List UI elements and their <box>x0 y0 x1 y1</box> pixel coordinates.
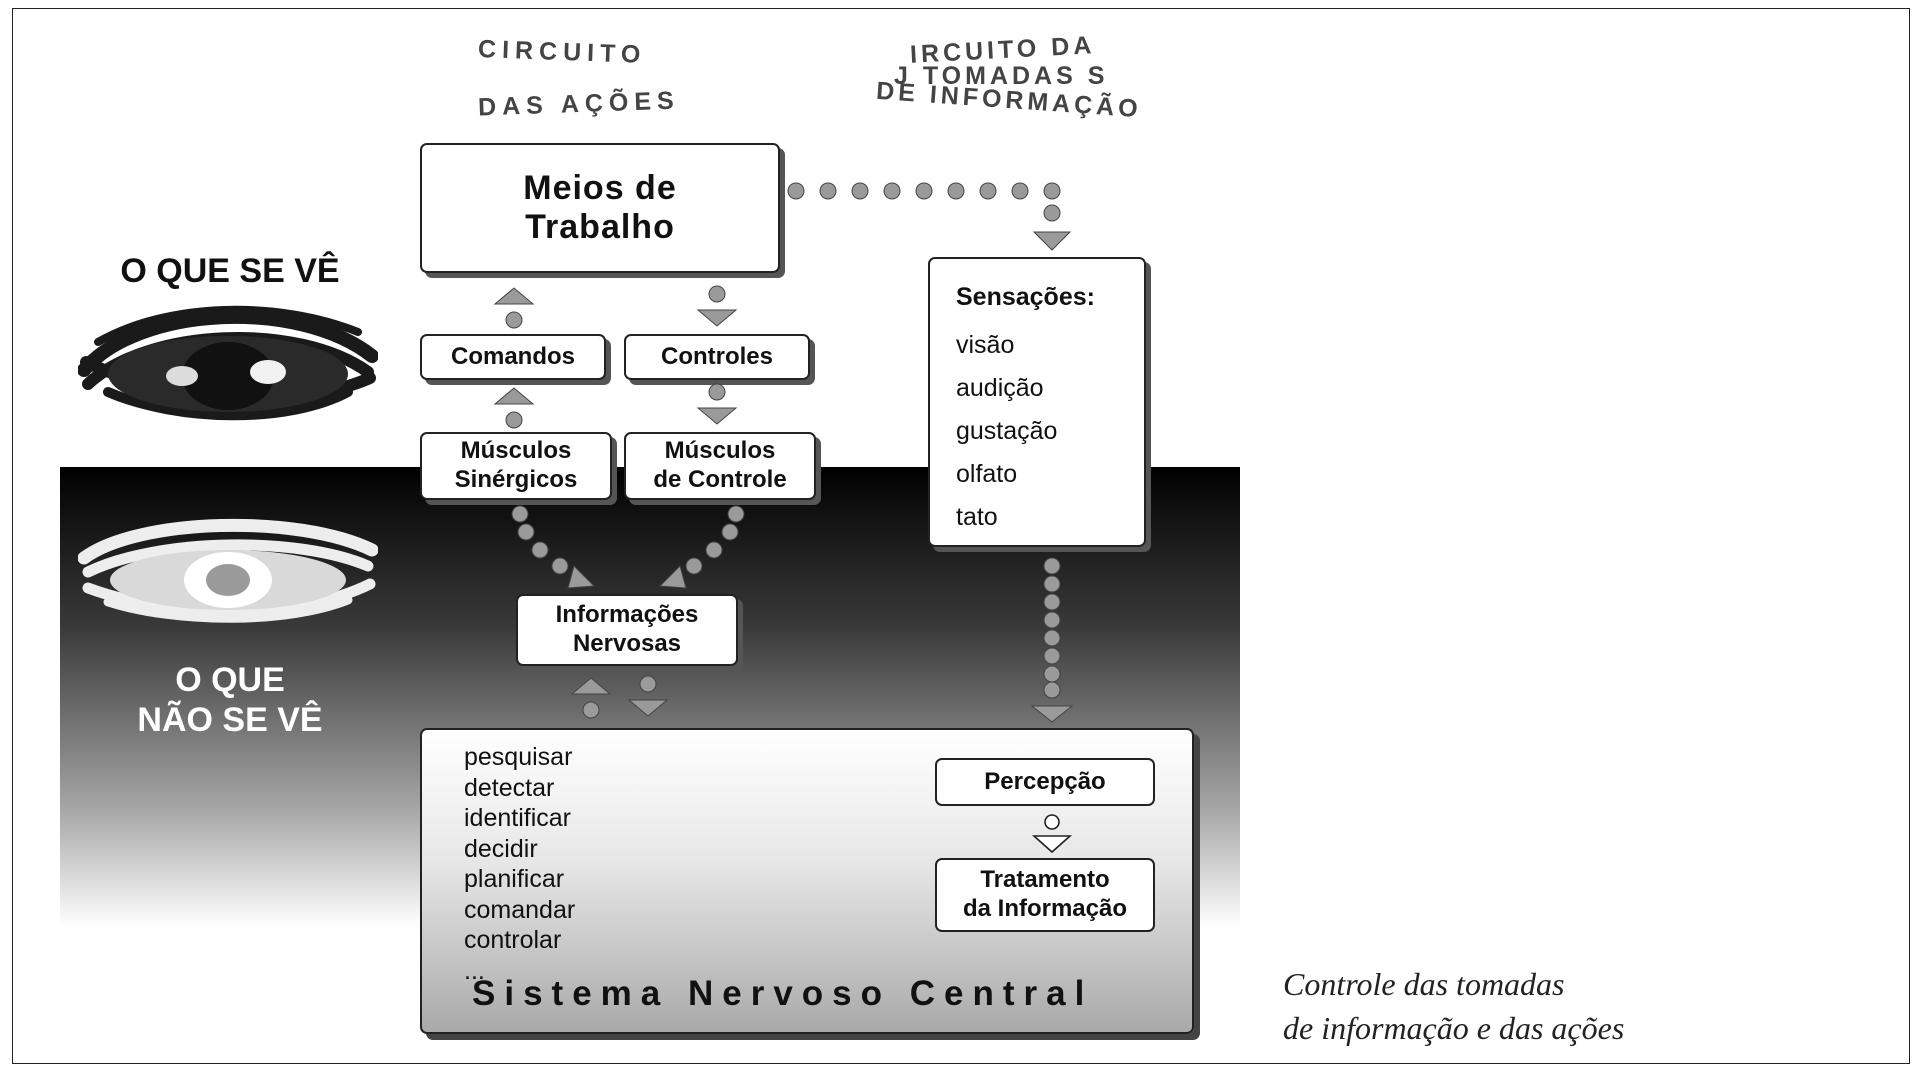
synergic-muscles-line2: Sinérgicos <box>454 466 578 493</box>
control-muscles-line1: Músculos <box>664 437 776 465</box>
sensation-item: visão <box>956 331 1015 359</box>
circuit-actions-label-line1: CIRCUITO <box>477 35 647 69</box>
work-means-line1: Meios de <box>523 168 677 207</box>
cns-function-item: comandar <box>464 895 576 924</box>
information-processing-line2: da Informação <box>962 895 1128 922</box>
sensation-item: gustação <box>956 417 1058 445</box>
sensation-item: olfato <box>956 460 1018 488</box>
nervous-information-line1: Informações <box>555 601 699 629</box>
synergic-muscles-box: Músculos Sinérgicos <box>420 432 612 500</box>
invisible-zone-heading: O QUE NÃO SE VÊ <box>80 660 380 740</box>
caption-line2: de informação e das ações <box>1283 1010 1625 1046</box>
cns-function-item: controlar <box>464 926 562 954</box>
information-processing-line1: Tratamento <box>980 866 1110 894</box>
control-muscles-box: Músculos de Controle <box>624 432 816 500</box>
cns-function-item: planificar <box>464 865 565 893</box>
caption-line1: Controle das tomadas <box>1283 966 1565 1002</box>
information-processing-box: Tratamento da Informação <box>935 858 1155 932</box>
figure-caption: Controle das tomadas de informação e das… <box>1283 962 1624 1050</box>
cns-function-item: ... <box>464 956 485 985</box>
circuit-information-label-line2: J TOMADAS S <box>894 62 1109 90</box>
control-muscles-line2: de Controle <box>653 466 787 493</box>
cns-function-item: detectar <box>464 773 555 802</box>
visible-eye-icon <box>78 305 378 421</box>
hidden-eye-icon <box>78 518 378 623</box>
sensation-item: audição <box>956 374 1044 402</box>
nervous-information-line2: Nervosas <box>572 630 682 657</box>
cns-function-item: identificar <box>464 804 571 832</box>
commands-box: Comandos <box>420 334 606 380</box>
cns-title: Sistema Nervoso Central <box>472 974 1094 1013</box>
invisible-zone-heading-line2: NÃO SE VÊ <box>137 701 323 739</box>
work-means-box: Meios de Trabalho <box>420 143 780 273</box>
synergic-muscles-line1: Músculos <box>460 437 572 465</box>
controls-box: Controles <box>624 334 810 380</box>
cns-function-item: pesquisar <box>464 743 573 771</box>
visible-zone-heading: O QUE SE VÊ <box>120 252 340 290</box>
work-means-line2: Trabalho <box>525 208 675 246</box>
cns-function-item: decidir <box>464 834 538 863</box>
invisible-zone-heading-line1: O QUE <box>175 661 285 699</box>
cns-function-list: pesquisar detectar identificar decidir p… <box>464 742 575 986</box>
sensation-item: tato <box>956 503 998 531</box>
nervous-information-box: Informações Nervosas <box>516 594 738 666</box>
sensations-title: Sensações: <box>956 283 1095 311</box>
perception-box: Percepção <box>935 758 1155 806</box>
sensations-box: Sensações: visão audição gustação olfato… <box>928 257 1146 547</box>
